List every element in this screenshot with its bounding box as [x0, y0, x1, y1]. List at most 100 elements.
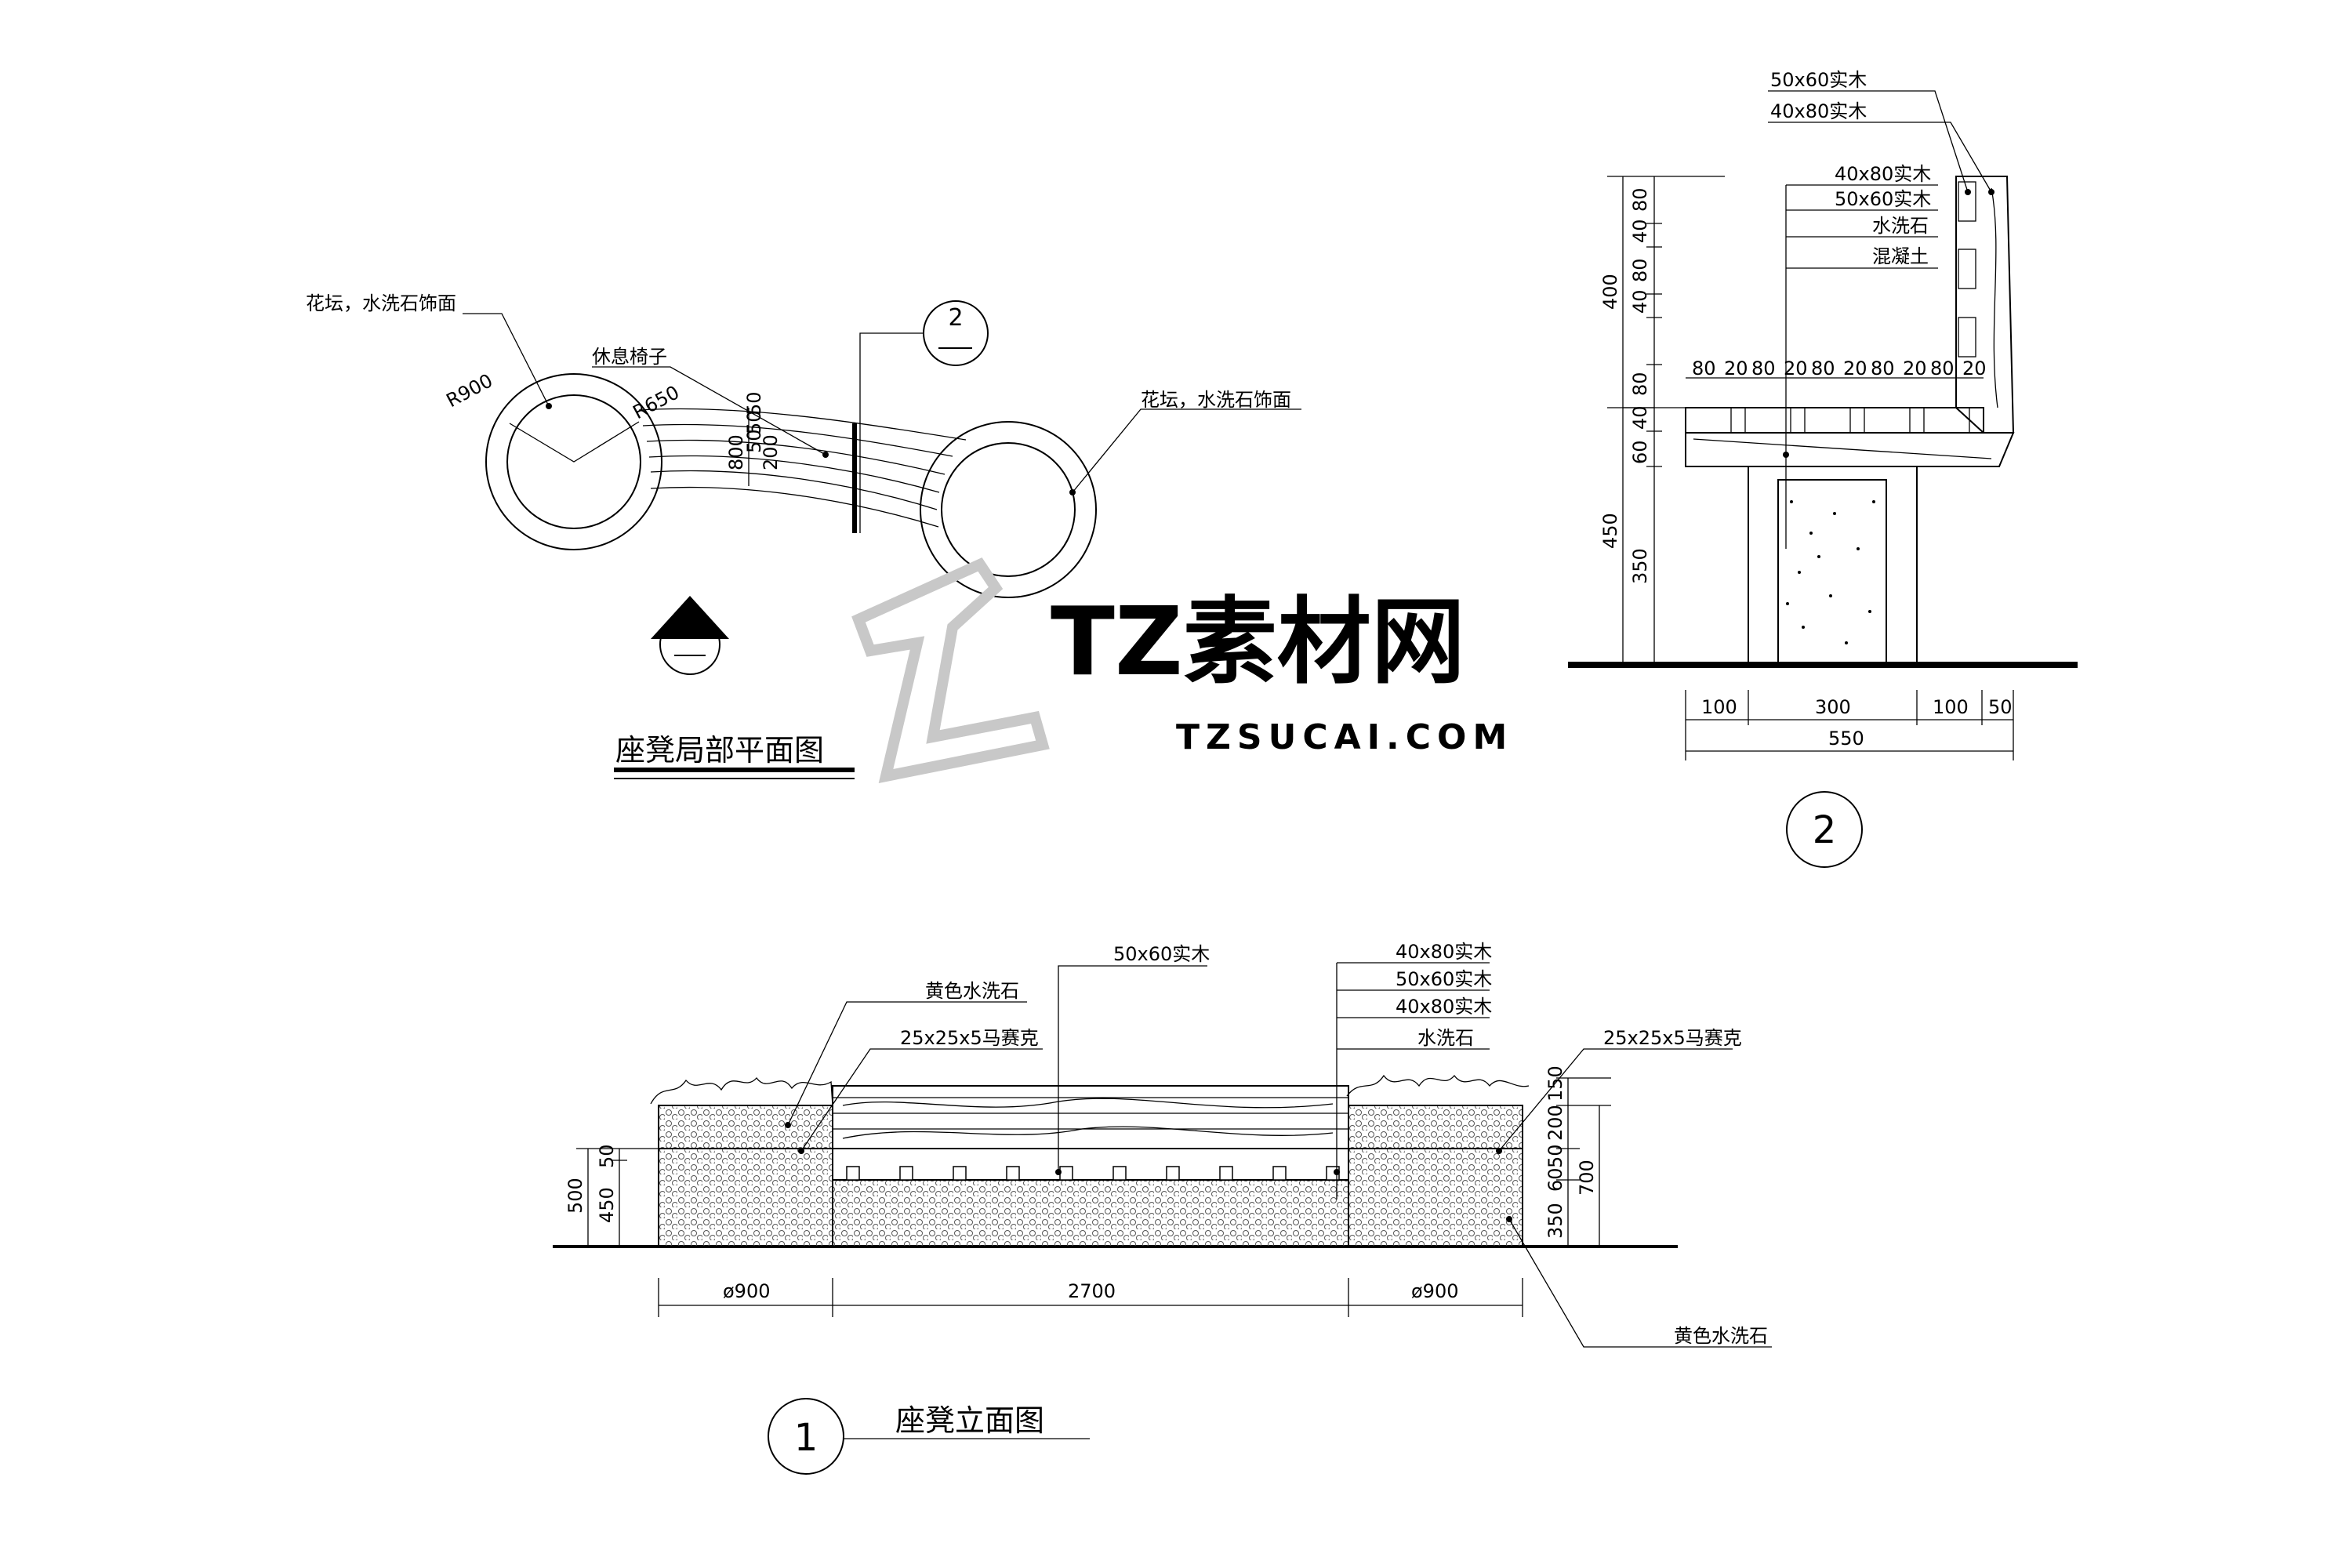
- section-top-label-1: 50x60实木: [1770, 69, 1867, 91]
- section-top-dot-1: [1965, 189, 1971, 195]
- elevation-right-label-1: 40x80实木: [1396, 941, 1492, 963]
- elevation-yellow-stone-bottom-dot: [1506, 1216, 1512, 1222]
- section-marker-circle: [923, 300, 989, 366]
- backrest-dim-40b: 40: [1629, 289, 1651, 314]
- elevation-center-dot: [1055, 1169, 1062, 1175]
- elevation-left-dim-450: 450: [596, 1187, 618, 1223]
- elevation-left-planting: [650, 1076, 833, 1106]
- plan-dim-50a: 50: [743, 429, 765, 453]
- section-bottom-ticks: [1685, 690, 2014, 760]
- elevation-left-dim-50: 50: [596, 1144, 618, 1168]
- elevation-yellow-stone-label: 黄色水洗石: [925, 980, 1019, 1002]
- section-top-leader-1: [1768, 90, 1969, 193]
- elevation-left-planter: [658, 1105, 833, 1247]
- svg-text:20: 20: [1843, 358, 1867, 379]
- plan-view: 2 1 花坛，水洗石饰面 休息椅子 花坛，水洗石饰面 R900 R650 800…: [306, 292, 1301, 779]
- elevation-mosaic-left-label: 25x25x5马赛克: [900, 1027, 1039, 1049]
- plan-dim-50c: 50: [743, 391, 765, 416]
- elevation-right-dim-60: 60: [1544, 1167, 1566, 1192]
- section-dim-ticks: [1607, 176, 1725, 467]
- elevation-seat-support: [832, 1148, 1349, 1181]
- seat-top-dims: 80 20 80 20 80 20 80 20 80 20: [1692, 358, 1987, 379]
- elevation-right-dim-200: 200: [1544, 1105, 1566, 1141]
- elevation-center-leader: [1058, 965, 1207, 1172]
- elevation-marker-triangle: [651, 596, 729, 639]
- backrest-dim-total: 400: [1599, 274, 1621, 310]
- svg-text:20: 20: [1903, 358, 1927, 379]
- section-layer-label-1: 40x80实木: [1835, 163, 1931, 185]
- seat-dim-60: 60: [1629, 440, 1651, 464]
- svg-text:20: 20: [1784, 358, 1808, 379]
- elevation-left-dim-lines: [576, 1148, 662, 1247]
- bench-leader: [592, 366, 826, 456]
- planter-left-leader-dot: [546, 403, 552, 409]
- elevation-center-label: 50x60实木: [1113, 943, 1210, 965]
- section-top-leader-2: [1768, 122, 1992, 193]
- section-layer-label-3: 水洗石: [1872, 215, 1929, 237]
- svg-text:20: 20: [1962, 358, 1987, 379]
- elevation-right-dim-700: 700: [1576, 1160, 1598, 1196]
- planter-left-leader: [463, 313, 550, 407]
- backrest-slats: [1958, 181, 1998, 408]
- elevation-bench-base: [832, 1179, 1349, 1247]
- planter-right-leader: [1072, 408, 1301, 493]
- section-bottom-dim-50: 50: [1988, 696, 2013, 718]
- radius-lines: [509, 421, 640, 463]
- section-bottom-dim-100a: 100: [1701, 696, 1737, 718]
- seat-total-dim: 450: [1599, 513, 1621, 549]
- elevation-left-dim-500: 500: [564, 1178, 586, 1214]
- aggregate-texture: [1786, 500, 1875, 644]
- svg-text:80: 80: [1930, 358, 1955, 379]
- elevation-right-dim-350: 350: [1544, 1203, 1566, 1239]
- backrest-dim-80a: 80: [1629, 187, 1651, 212]
- radius-inner-label: R650: [630, 381, 683, 423]
- section-callout-number: 2: [1813, 808, 1837, 852]
- curved-bench: [638, 408, 967, 528]
- elevation-yellow-stone-bottom-label: 黄色水洗石: [1674, 1325, 1768, 1347]
- elevation-bottom-dim-left: ø900: [723, 1280, 771, 1302]
- section-layer-leaders: [1785, 184, 1938, 549]
- elevation-mosaic-right-label: 25x25x5马赛克: [1603, 1027, 1742, 1049]
- section-layer-label-2: 50x60实木: [1835, 188, 1931, 210]
- plan-dim-800: 800: [725, 434, 747, 470]
- elevation-right-dim-lines: [1556, 1077, 1611, 1247]
- right-planter-inner: [941, 442, 1076, 577]
- plan-dim-50b: 50: [743, 410, 765, 434]
- section-layer-label-4: 混凝土: [1872, 245, 1929, 267]
- watermark-logo: [851, 557, 1050, 784]
- section-callout-circle: [1786, 791, 1863, 868]
- elevation-mosaic-right-leader: [1498, 1048, 1733, 1152]
- elevation-bottom-dim-center: 2700: [1068, 1280, 1116, 1302]
- seat-dim-40: 40: [1629, 405, 1651, 430]
- elevation-right-dim-50: 50: [1544, 1144, 1566, 1168]
- elevation-right-dot: [1334, 1169, 1340, 1175]
- elevation-marker-number: 1: [683, 616, 697, 642]
- plan-view-title: 座凳局部平面图: [615, 733, 824, 768]
- elevation-seat-lines: [833, 1097, 1348, 1139]
- elevation-right-planter: [1348, 1105, 1523, 1247]
- elevation-right-label-4: 水洗石: [1417, 1027, 1474, 1049]
- elevation-support-blocks: [846, 1166, 1340, 1181]
- elevation-view-title: 座凳立面图: [895, 1403, 1044, 1438]
- planter-right-label: 花坛，水洗石饰面: [1141, 389, 1291, 411]
- svg-text:20: 20: [1724, 358, 1748, 379]
- bench-leader-dot: [822, 452, 829, 458]
- watermark: TZ素材网 TZSUCAI.COM: [851, 557, 1507, 784]
- backrest-dim-80c: 80: [1629, 372, 1651, 396]
- base-inner-concrete: [1777, 479, 1887, 665]
- section-bottom-total: 550: [1828, 728, 1864, 750]
- elevation-callout-circle: [768, 1398, 844, 1475]
- elevation-right-dim-150: 150: [1544, 1065, 1566, 1102]
- seat-slab-grain: [1693, 438, 1992, 459]
- backrest: [1955, 176, 2015, 434]
- base-dim-350: 350: [1629, 548, 1651, 584]
- section-top-label-2: 40x80实木: [1770, 100, 1867, 122]
- section-marker-leader: [859, 332, 924, 533]
- section-view: 80 40 80 40 80 400 40 60 350 450: [1568, 69, 2078, 868]
- section-marker-number: 2: [948, 304, 963, 332]
- right-planter-outer: [920, 421, 1097, 598]
- seat-slats: [1730, 408, 1970, 433]
- elevation-view: 50x60实木 40x80实木 50x60实木 40x80实木 水洗石 黄色水洗…: [553, 941, 1772, 1475]
- elevation-yellow-stone-dot: [785, 1122, 791, 1128]
